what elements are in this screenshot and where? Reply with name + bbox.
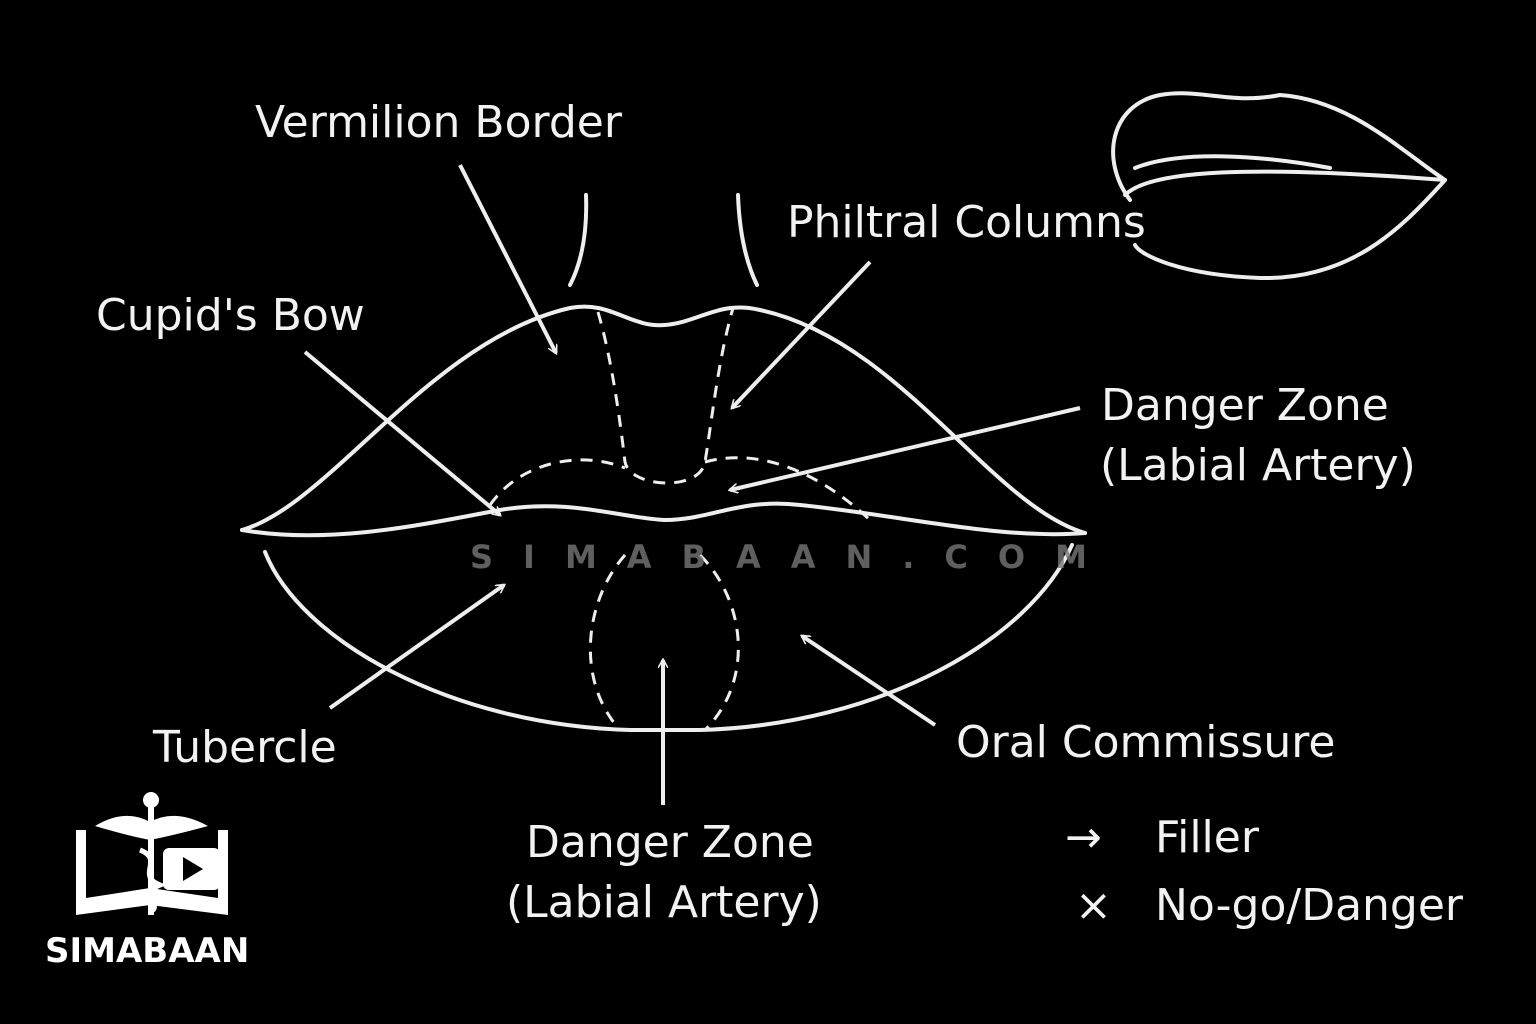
side-view-lips-icon — [1111, 91, 1447, 281]
label-danger-zone-lower-2: (Labial Artery) — [506, 877, 822, 928]
upper-lip-outline — [240, 304, 1087, 535]
watermark: SIMABAAN.COM — [470, 538, 1117, 576]
legend-cross-symbol: × — [1075, 880, 1112, 931]
lip-line — [240, 501, 1087, 538]
philtral-columns-dashed — [596, 307, 735, 485]
label-danger-zone-lower-1: Danger Zone — [526, 817, 814, 868]
label-danger-zone-upper-2: (Labial Artery) — [1100, 440, 1416, 491]
arrow-vermilion-border — [458, 164, 558, 353]
arrow-danger-zone-upper — [730, 406, 1081, 490]
philtrum-right-line — [736, 193, 759, 287]
philtrum-left-line — [568, 193, 589, 287]
label-danger-zone-upper-1: Danger Zone — [1101, 380, 1389, 431]
legend-arrow-symbol: → — [1065, 812, 1102, 863]
simabaan-logo: SIMABAAN — [45, 792, 249, 971]
danger-zone-upper-dashed — [704, 456, 872, 522]
cupids-bow-dashed — [488, 458, 626, 506]
label-oral-commissure: Oral Commissure — [956, 717, 1335, 768]
arrow-cupids-bow — [303, 350, 500, 515]
label-philtral-columns: Philtral Columns — [787, 197, 1146, 248]
logo-text: SIMABAAN — [45, 931, 249, 971]
label-vermilion-border: Vermilion Border — [255, 97, 623, 148]
legend-danger-label: No-go/Danger — [1155, 880, 1464, 931]
arrow-oral-commissure — [802, 634, 937, 727]
label-tubercle: Tubercle — [152, 722, 337, 773]
arrow-philtral-columns — [732, 260, 872, 408]
danger-zone-lower-dashed — [588, 553, 740, 732]
label-cupids-bow: Cupid's Bow — [96, 290, 365, 341]
legend-filler-label: Filler — [1155, 812, 1260, 863]
arrow-tubercle — [328, 583, 504, 710]
